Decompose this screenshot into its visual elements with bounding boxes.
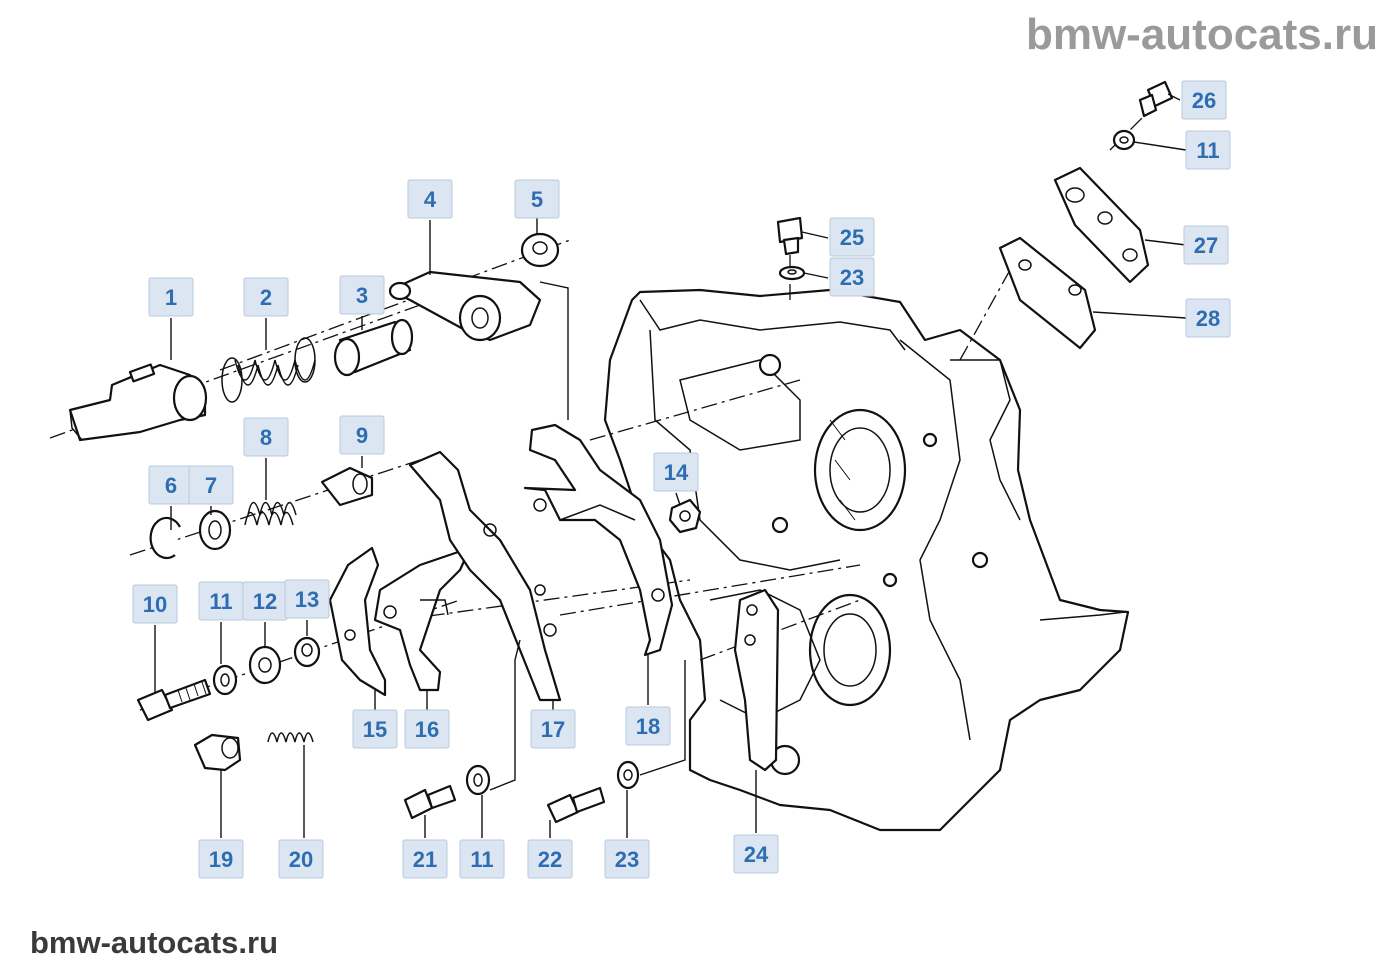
svg-text:14: 14 <box>664 460 689 485</box>
part-25-bolt <box>776 216 804 256</box>
svg-text:28: 28 <box>1196 306 1220 331</box>
callout-11-bottom: 11 <box>459 839 505 879</box>
svg-text:25: 25 <box>840 225 864 250</box>
part-18-shift-fork <box>523 423 674 657</box>
part-27-cover-plate <box>1053 166 1150 284</box>
part-11-washer-left <box>212 664 238 696</box>
callout-15: 15 <box>352 709 398 749</box>
part-11-washer-top <box>1112 129 1136 151</box>
callout-27: 27 <box>1183 225 1229 265</box>
part-26-bolt <box>1138 80 1174 118</box>
callout-23-bottom: 23 <box>604 839 650 879</box>
part-24-bracket <box>733 588 780 772</box>
svg-text:11: 11 <box>209 589 232 614</box>
part-1-selector-head <box>68 363 208 442</box>
svg-text:4: 4 <box>424 187 437 212</box>
watermark-bottom: bmw-autocats.ru <box>30 925 279 960</box>
svg-text:6: 6 <box>165 473 177 498</box>
callout-14: 14 <box>653 452 699 492</box>
part-22-bolt <box>546 786 606 824</box>
svg-text:24: 24 <box>744 842 769 867</box>
svg-text:3: 3 <box>356 283 368 308</box>
svg-text:17: 17 <box>541 717 565 742</box>
part-28-gasket <box>998 236 1097 350</box>
part-17-shift-fork <box>408 450 562 702</box>
watermark-top: bmw-autocats.ru <box>1025 10 1378 59</box>
svg-text:21: 21 <box>413 847 437 872</box>
svg-text:8: 8 <box>260 425 272 450</box>
svg-text:26: 26 <box>1192 88 1216 113</box>
callout-3: 3 <box>339 275 385 315</box>
callout-24: 24 <box>733 834 779 874</box>
callout-21: 21 <box>402 839 448 879</box>
part-4-lever <box>388 270 542 342</box>
callout-25: 25 <box>829 217 875 257</box>
part-15-interlock-plate <box>328 546 387 697</box>
part-7-washer <box>198 509 232 551</box>
callout-12: 12 <box>242 581 288 621</box>
callout-1: 1 <box>148 277 194 317</box>
callout-22: 22 <box>527 839 573 879</box>
part-9-plunger <box>320 466 374 507</box>
svg-text:18: 18 <box>636 714 660 739</box>
callout-18: 18 <box>625 706 671 746</box>
svg-text:20: 20 <box>289 847 313 872</box>
callout-20: 20 <box>278 839 324 879</box>
part-11-washer-bottom <box>465 764 491 796</box>
callout-5: 5 <box>514 179 560 219</box>
part-8-detent-spring <box>244 501 297 526</box>
callout-8: 8 <box>243 417 289 457</box>
svg-text:12: 12 <box>253 589 277 614</box>
part-23-washer-bottom <box>616 760 640 790</box>
callout-4: 4 <box>407 179 453 219</box>
svg-text:5: 5 <box>531 187 543 212</box>
callout-13: 13 <box>284 579 330 619</box>
callout-7: 7 <box>188 465 234 505</box>
svg-text:19: 19 <box>209 847 233 872</box>
part-6-circlip <box>149 516 181 560</box>
callout-9: 9 <box>339 415 385 455</box>
part-12-washer <box>248 645 282 685</box>
part-19-plug <box>193 733 242 772</box>
callout-17: 17 <box>530 709 576 749</box>
leader-lines <box>154 93 1187 838</box>
callout-16: 16 <box>404 709 450 749</box>
svg-text:22: 22 <box>538 847 562 872</box>
callout-23-top: 23 <box>829 257 875 297</box>
callout-26: 26 <box>1181 80 1227 120</box>
part-5-bushing <box>520 232 560 268</box>
svg-text:2: 2 <box>260 285 272 310</box>
svg-text:1: 1 <box>165 285 177 310</box>
svg-text:13: 13 <box>295 587 319 612</box>
part-10-bolt <box>136 678 212 722</box>
svg-text:15: 15 <box>363 717 387 742</box>
callout-11-top: 11 <box>1185 130 1231 170</box>
svg-text:7: 7 <box>205 473 217 498</box>
part-21-bolt <box>403 784 457 820</box>
svg-text:27: 27 <box>1194 233 1218 258</box>
svg-text:9: 9 <box>356 423 368 448</box>
svg-text:16: 16 <box>415 717 439 742</box>
part-14-nut <box>668 498 702 534</box>
part-20-spring <box>267 732 314 743</box>
svg-text:23: 23 <box>840 265 864 290</box>
part-16-interlock-plate <box>373 546 472 692</box>
callout-19: 19 <box>198 839 244 879</box>
part-3-sleeve <box>333 318 414 377</box>
svg-text:10: 10 <box>143 592 167 617</box>
callout-28: 28 <box>1185 298 1231 338</box>
svg-text:11: 11 <box>470 847 493 872</box>
svg-text:11: 11 <box>1196 138 1219 163</box>
part-2-spring <box>221 337 316 403</box>
callout-11-left: 11 <box>198 581 244 621</box>
svg-text:23: 23 <box>615 847 639 872</box>
transmission-housing <box>603 288 1130 832</box>
part-23-washer-top <box>778 265 806 281</box>
callout-2: 2 <box>243 277 289 317</box>
part-13-nut <box>293 636 321 668</box>
callout-6: 6 <box>148 465 194 505</box>
callout-10: 10 <box>132 584 178 624</box>
